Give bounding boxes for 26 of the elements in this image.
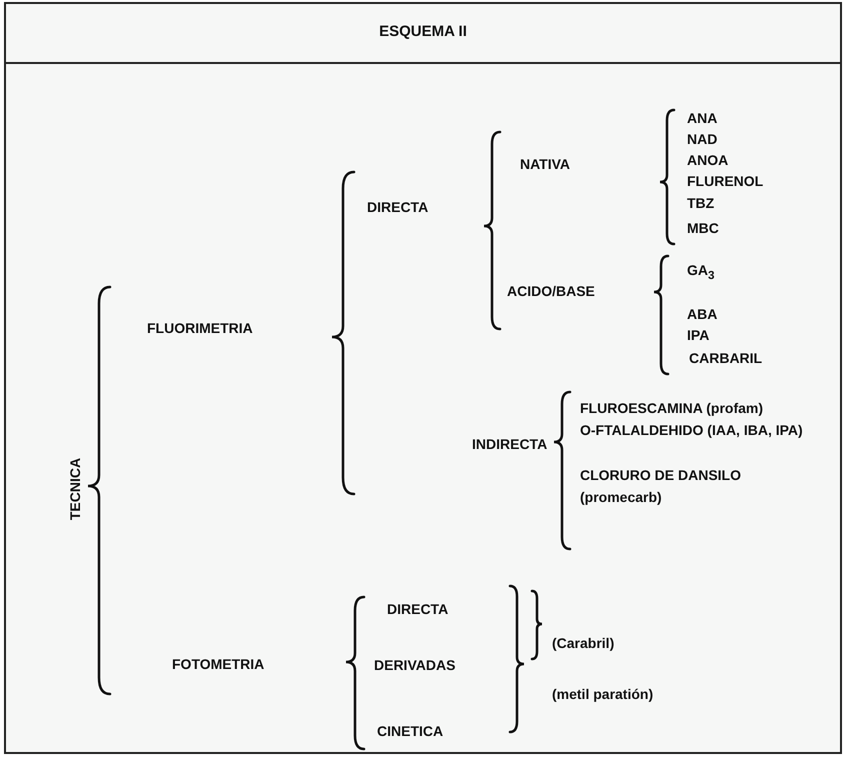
category-label: DIRECTA — [367, 198, 428, 217]
category-label: ACIDO/BASE — [507, 282, 595, 301]
category-label: DIRECTA — [387, 600, 448, 619]
item-label: ANA — [687, 109, 718, 128]
item-label: CLORURO DE DANSILO (promecarb) — [580, 466, 742, 507]
item-label: ABA — [687, 305, 718, 324]
item-label: O-FTALALDEHIDO (IAA, IBA, IPA) — [580, 421, 804, 440]
item-label: ANOA — [687, 151, 728, 170]
category-label: DERIVADAS — [374, 656, 456, 675]
item-label: (Carabril) — [552, 634, 614, 653]
category-label: TECNICA — [66, 458, 84, 520]
category-label: FOTOMETRIA — [172, 655, 264, 674]
item-label: FLURENOL — [687, 172, 764, 191]
category-label: NATIVA — [520, 155, 570, 174]
item-label: NAD — [687, 130, 718, 149]
title: ESQUEMA II — [378, 23, 468, 40]
item-label: IPA — [687, 326, 710, 345]
item-label: MBC — [687, 219, 719, 238]
item-label: GA$_{3}$ — [687, 261, 714, 284]
item-label: TBZ — [687, 194, 714, 213]
item-label: (metil paratión) — [552, 685, 654, 704]
category-label: INDIRECTA — [472, 435, 548, 454]
item-label: CARBARIL — [689, 349, 762, 368]
item-label: FLUROESCAMINA (profam) — [580, 399, 764, 418]
category-label: CINETICA — [377, 722, 444, 741]
category-label: FLUORIMETRIA — [147, 319, 253, 338]
